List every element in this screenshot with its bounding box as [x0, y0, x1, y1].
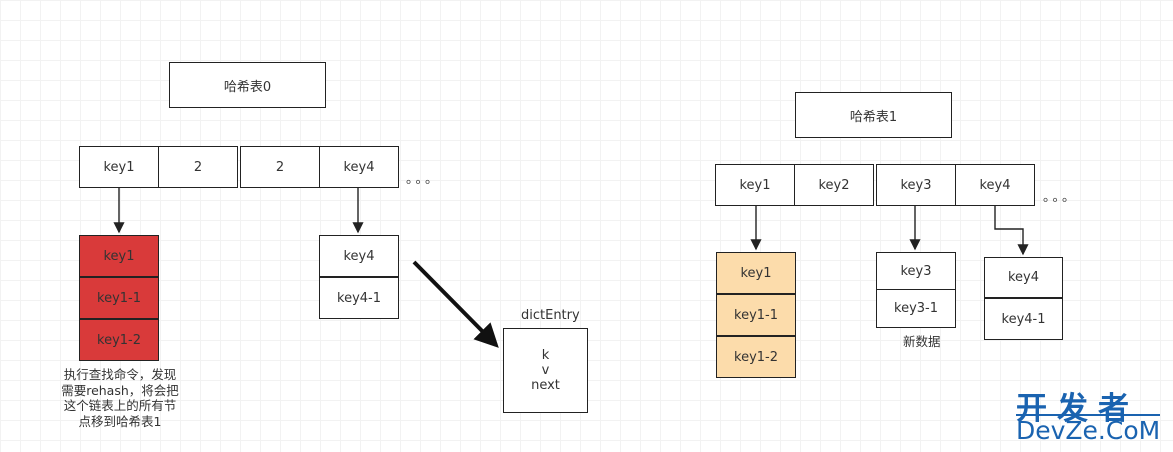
- chain1-node-key1: key1: [716, 252, 796, 294]
- hashtable1-cell-3: key3: [876, 164, 956, 206]
- hashtable1-cell-2: key2: [794, 164, 874, 206]
- watermark-logo-line1: 开发者: [1016, 391, 1139, 427]
- chain0-node-key4-1: key4-1: [319, 277, 399, 319]
- watermark-logo-line2: DevZe.CoM: [1016, 414, 1161, 445]
- new-data-label: 新数据: [903, 334, 941, 349]
- chain0-node-key4: key4: [319, 235, 399, 277]
- chain0-node-key1: key1: [79, 235, 159, 277]
- chain0-node-key1-2: key1-2: [79, 319, 159, 361]
- hashtable0-cell-1: key1: [79, 146, 159, 188]
- chain1-node-key4-1: key4-1: [984, 298, 1063, 340]
- rehash-note: 执行查找命令，发现 需要rehash，将会把 这个链表上的所有节 点移到哈希表1: [61, 367, 179, 429]
- dictentry-field-k: k: [541, 348, 550, 363]
- dictentry-field-v: v: [541, 363, 550, 378]
- chain1-node-key4: key4: [984, 257, 1063, 298]
- arrow-key4-to-chain1: [994, 206, 1029, 256]
- dictentry-field-next: next: [531, 378, 560, 393]
- hashtable1-cell-1: key1: [715, 164, 795, 206]
- hashtable0-cell-3: 2: [240, 146, 320, 188]
- hashtable1-title: 哈希表1: [795, 92, 952, 138]
- chain0-node-key1-1: key1-1: [79, 277, 159, 319]
- hashtable0-cell-4: key4: [319, 146, 399, 188]
- hashtable1-ellipsis: 。。。: [1043, 190, 1079, 205]
- chain1-node-key3-1: key3-1: [876, 289, 956, 328]
- dictentry-box: k v next: [503, 328, 588, 413]
- hashtable0-cell-2: 2: [158, 146, 238, 188]
- hashtable0-title: 哈希表0: [169, 62, 326, 108]
- chain1-node-key1-1: key1-1: [716, 294, 796, 336]
- hashtable1-cell-4: key4: [955, 164, 1035, 206]
- dictentry-label: dictEntry: [521, 308, 580, 323]
- chain1-node-key3: key3: [876, 252, 956, 290]
- arrow-to-dictentry: [412, 260, 499, 348]
- chain1-node-key1-2: key1-2: [716, 336, 796, 378]
- hashtable0-ellipsis: 。。。: [406, 172, 442, 187]
